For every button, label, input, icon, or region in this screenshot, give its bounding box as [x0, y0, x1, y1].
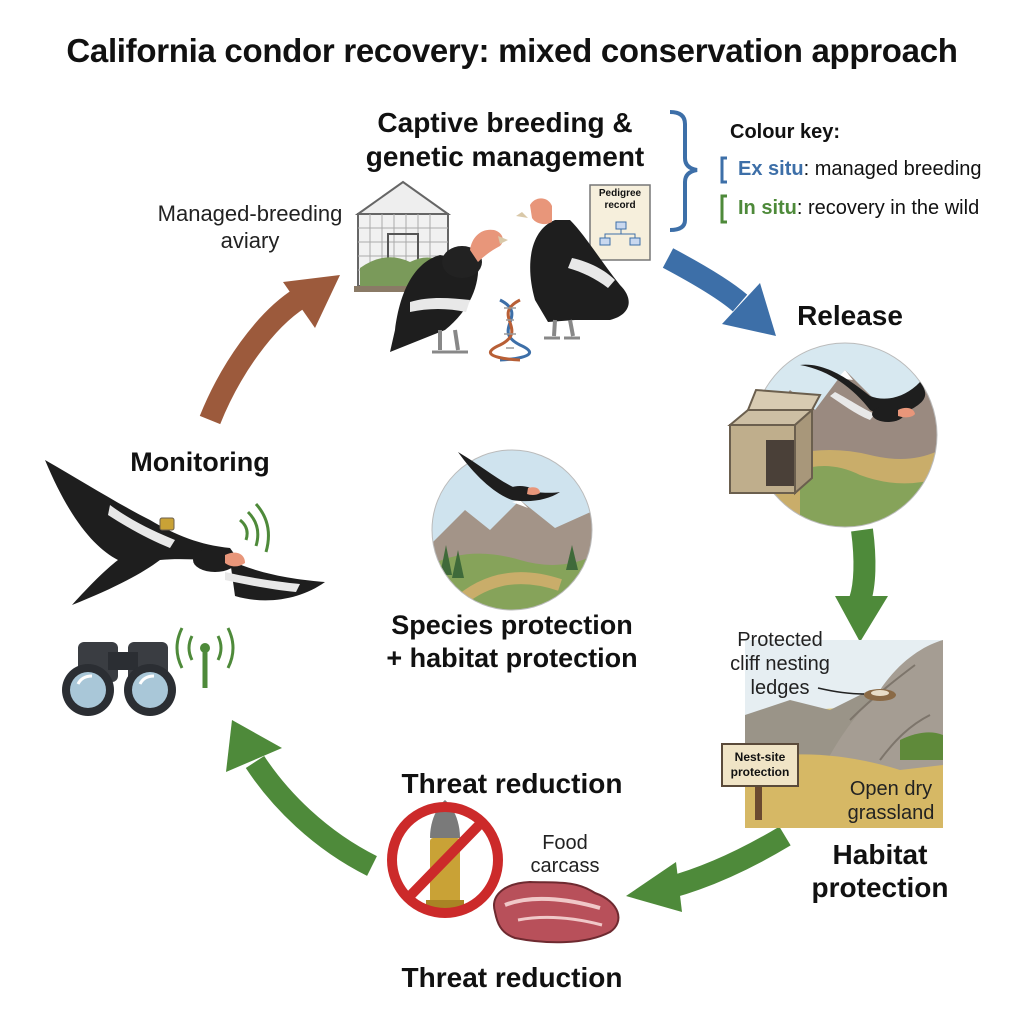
stage-habitat-protection: Habitat protection	[811, 839, 949, 903]
condor-left	[390, 229, 508, 354]
arrow-threat-to-monitoring	[226, 720, 377, 876]
ex-situ-desc: : managed breeding	[803, 158, 982, 180]
label-pedigree: Pedigree record	[598, 188, 642, 211]
stage-captive-breeding: Captive breeding & genetic management	[365, 107, 645, 172]
arrow-captive-to-release	[662, 248, 776, 336]
center-landscape	[431, 449, 593, 611]
stage-threat-reduction-top: Threat reduction	[401, 768, 623, 799]
arrow-release-to-habitat	[835, 528, 888, 642]
label-cliff-ledges: Protected cliff nesting ledges	[730, 629, 830, 699]
label-aviary: Managed-breeding aviary	[157, 201, 343, 253]
condor-right	[516, 198, 629, 340]
label-food-carcass: Food carcass	[530, 832, 600, 877]
pedigree-record-icon	[589, 184, 651, 261]
arrow-monitoring-to-captive	[199, 275, 340, 425]
center-label: Species protection + habitat protection	[386, 610, 638, 673]
arrow-habitat-to-threat	[626, 826, 791, 912]
colour-key-title: Colour key:	[730, 121, 841, 143]
in-situ-desc: : recovery in the wild	[796, 197, 980, 219]
colour-key-ex-situ: Ex situ: managed breeding	[738, 158, 982, 181]
label-nest-site-sign: Nest-site protection	[730, 750, 790, 779]
release-scene	[727, 342, 938, 528]
tagged-condor-illustration	[45, 460, 325, 605]
dna-helix-icon	[489, 298, 531, 362]
no-lead-ammunition-icon	[387, 800, 503, 918]
colour-key-bracket	[669, 110, 727, 232]
habitat-scene	[721, 640, 943, 828]
binoculars-icon	[62, 642, 176, 716]
stage-release: Release	[797, 300, 903, 331]
in-situ-term: In situ	[738, 197, 797, 219]
colour-key-in-situ: In situ: recovery in the wild	[738, 197, 979, 220]
food-carcass-icon	[493, 880, 620, 944]
page-title: California condor recovery: mixed conser…	[66, 32, 958, 69]
stage-monitoring: Monitoring	[130, 447, 270, 477]
label-grassland: Open dry grassland	[847, 778, 935, 824]
stage-threat-reduction-bottom: Threat reduction	[401, 962, 623, 993]
radio-antenna-icon	[175, 627, 235, 688]
ex-situ-term: Ex situ	[738, 158, 804, 180]
